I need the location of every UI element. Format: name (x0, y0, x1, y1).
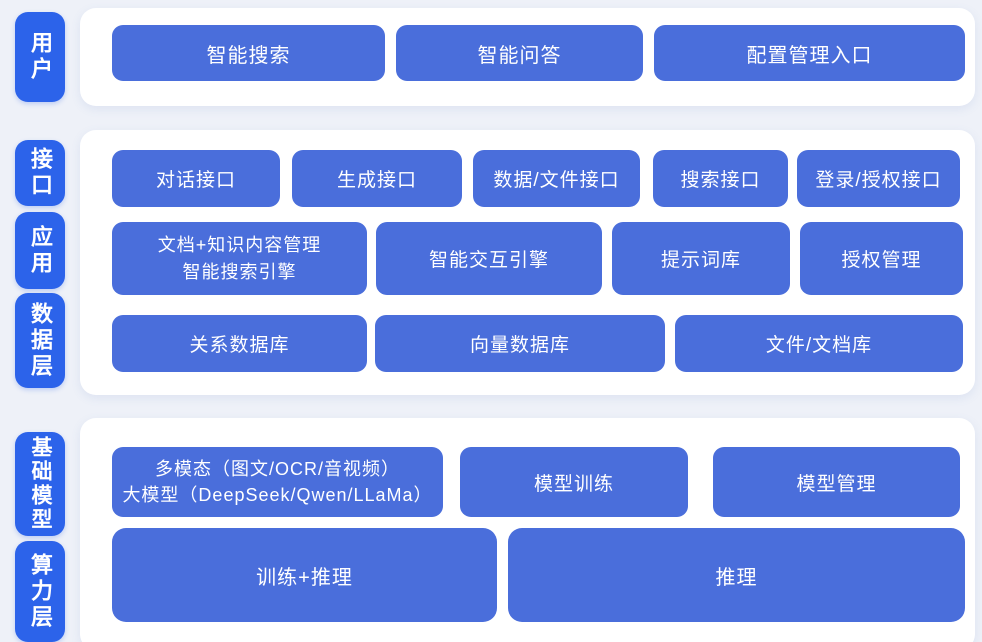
block-line-1: 文档+知识内容管理 (157, 235, 322, 256)
layer-label-application: 应用 (15, 212, 65, 289)
layer-label-data: 数据层 (15, 293, 65, 388)
block-model-management: 模型管理 (713, 447, 960, 517)
block-vector-db: 向量数据库 (375, 315, 665, 372)
layer-label-interface: 接口 (15, 140, 65, 206)
block-file-doc-store: 文件/文档库 (675, 315, 963, 372)
block-relational-db: 关系数据库 (112, 315, 367, 372)
block-line-2: 智能搜索引擎 (182, 261, 297, 282)
block-training-inference: 训练+推理 (112, 528, 497, 622)
block-prompt-library: 提示词库 (612, 222, 790, 295)
block-data-file-api: 数据/文件接口 (473, 150, 640, 207)
block-smart-qa: 智能问答 (396, 25, 643, 81)
block-login-auth-api: 登录/授权接口 (797, 150, 960, 207)
layer-label-user: 用户 (15, 12, 65, 102)
block-line-2: 大模型（DeepSeek/Qwen/LLaMa） (122, 485, 433, 505)
block-auth-management: 授权管理 (800, 222, 963, 295)
panel-bottom-layers: 多模态（图文/OCR/音视频） 大模型（DeepSeek/Qwen/LLaMa）… (80, 418, 975, 642)
block-generation-api: 生成接口 (292, 150, 462, 207)
panel-user-layer: 智能搜索 智能问答 配置管理入口 (80, 8, 975, 106)
block-doc-knowledge-search-engine: 文档+知识内容管理 智能搜索引擎 (112, 222, 367, 295)
block-search-api: 搜索接口 (653, 150, 788, 207)
block-line-1: 多模态（图文/OCR/音视频） (155, 458, 400, 479)
layer-label-compute: 算力层 (15, 541, 65, 642)
block-inference: 推理 (508, 528, 965, 622)
block-smart-search: 智能搜索 (112, 25, 385, 81)
panel-middle-layers: 对话接口 生成接口 数据/文件接口 搜索接口 登录/授权接口 文档+知识内容管理… (80, 130, 975, 395)
block-config-entry: 配置管理入口 (654, 25, 965, 81)
block-smart-interaction-engine: 智能交互引擎 (376, 222, 602, 295)
block-dialog-api: 对话接口 (112, 150, 280, 207)
block-multimodal-llm: 多模态（图文/OCR/音视频） 大模型（DeepSeek/Qwen/LLaMa） (112, 447, 443, 517)
layer-label-foundation-model: 基础模型 (15, 432, 65, 536)
block-model-training: 模型训练 (460, 447, 688, 517)
